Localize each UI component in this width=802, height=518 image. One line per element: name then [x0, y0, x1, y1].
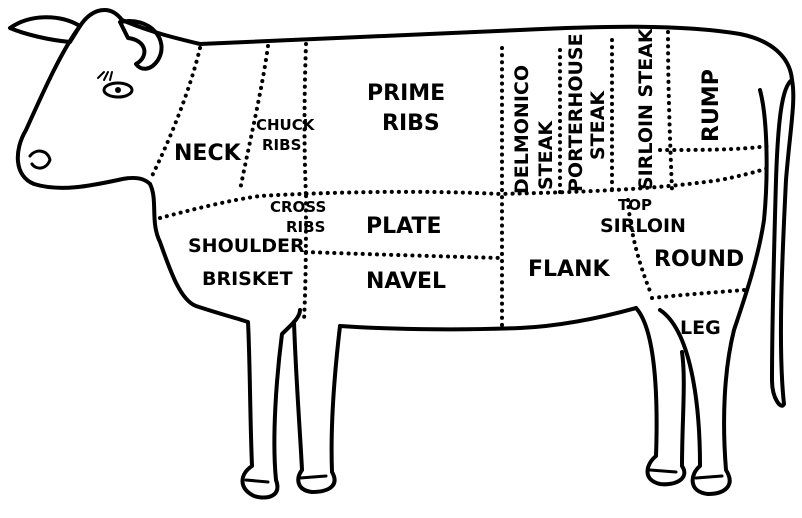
label-brisket: BRISKET	[202, 268, 293, 290]
label-rump: RUMP	[699, 69, 724, 142]
label-cross-ribs-line1: CROSS	[270, 198, 326, 216]
label-cross-ribs-line2: RIBS	[286, 218, 325, 236]
label-navel: NAVEL	[366, 269, 446, 294]
label-prime-ribs-line1: PRIME	[367, 81, 445, 106]
label-shoulder: SHOULDER	[188, 235, 305, 257]
cut-labels: NECK CHUCK RIBS PRIME RIBS DELMONICO STE…	[174, 27, 744, 339]
label-chuck-ribs-line2: RIBS	[262, 136, 301, 154]
label-delmonico-line1: DELMONICO	[511, 65, 533, 194]
label-prime-ribs-line2: RIBS	[382, 111, 440, 136]
label-sirloin-steak: SIRLOIN STEAK	[635, 27, 657, 190]
label-neck: NECK	[174, 141, 242, 166]
label-chuck-ribs-line1: CHUCK	[256, 116, 316, 134]
label-top-sirloin-line2: SIRLOIN	[600, 215, 686, 237]
label-round: ROUND	[654, 247, 744, 272]
label-porterhouse-line2: STEAK	[587, 90, 609, 160]
label-flank: FLANK	[528, 257, 610, 282]
cow-outline	[8, 8, 796, 500]
label-porterhouse-line1: PORTERHOUSE	[565, 33, 587, 192]
label-delmonico-line2: STEAK	[535, 120, 557, 190]
label-plate: PLATE	[366, 214, 442, 239]
label-leg: LEG	[680, 317, 721, 339]
cut-boundaries	[148, 30, 770, 328]
label-top-sirloin-line1: TOP	[618, 196, 652, 214]
